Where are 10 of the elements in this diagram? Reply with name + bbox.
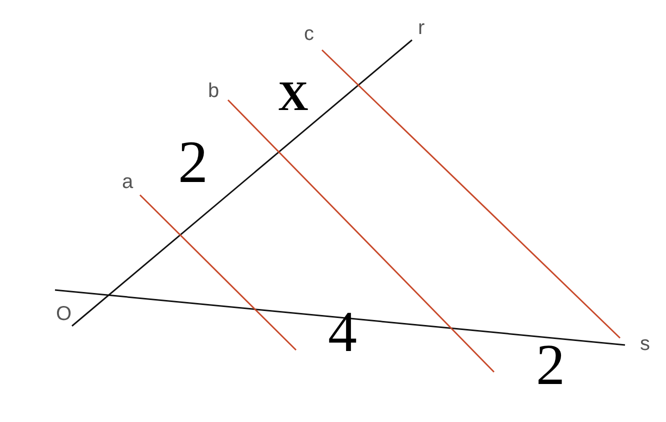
line-label: c <box>304 24 314 44</box>
line-label: r <box>418 18 425 38</box>
length-label: 2 <box>536 336 565 394</box>
line-label: s <box>640 334 650 354</box>
line-label: a <box>122 172 134 192</box>
length-label: X <box>278 76 308 118</box>
point-label: O <box>56 304 72 324</box>
line-label: b <box>208 81 220 101</box>
length-label: 4 <box>328 303 357 361</box>
length-label: 2 <box>178 132 208 192</box>
